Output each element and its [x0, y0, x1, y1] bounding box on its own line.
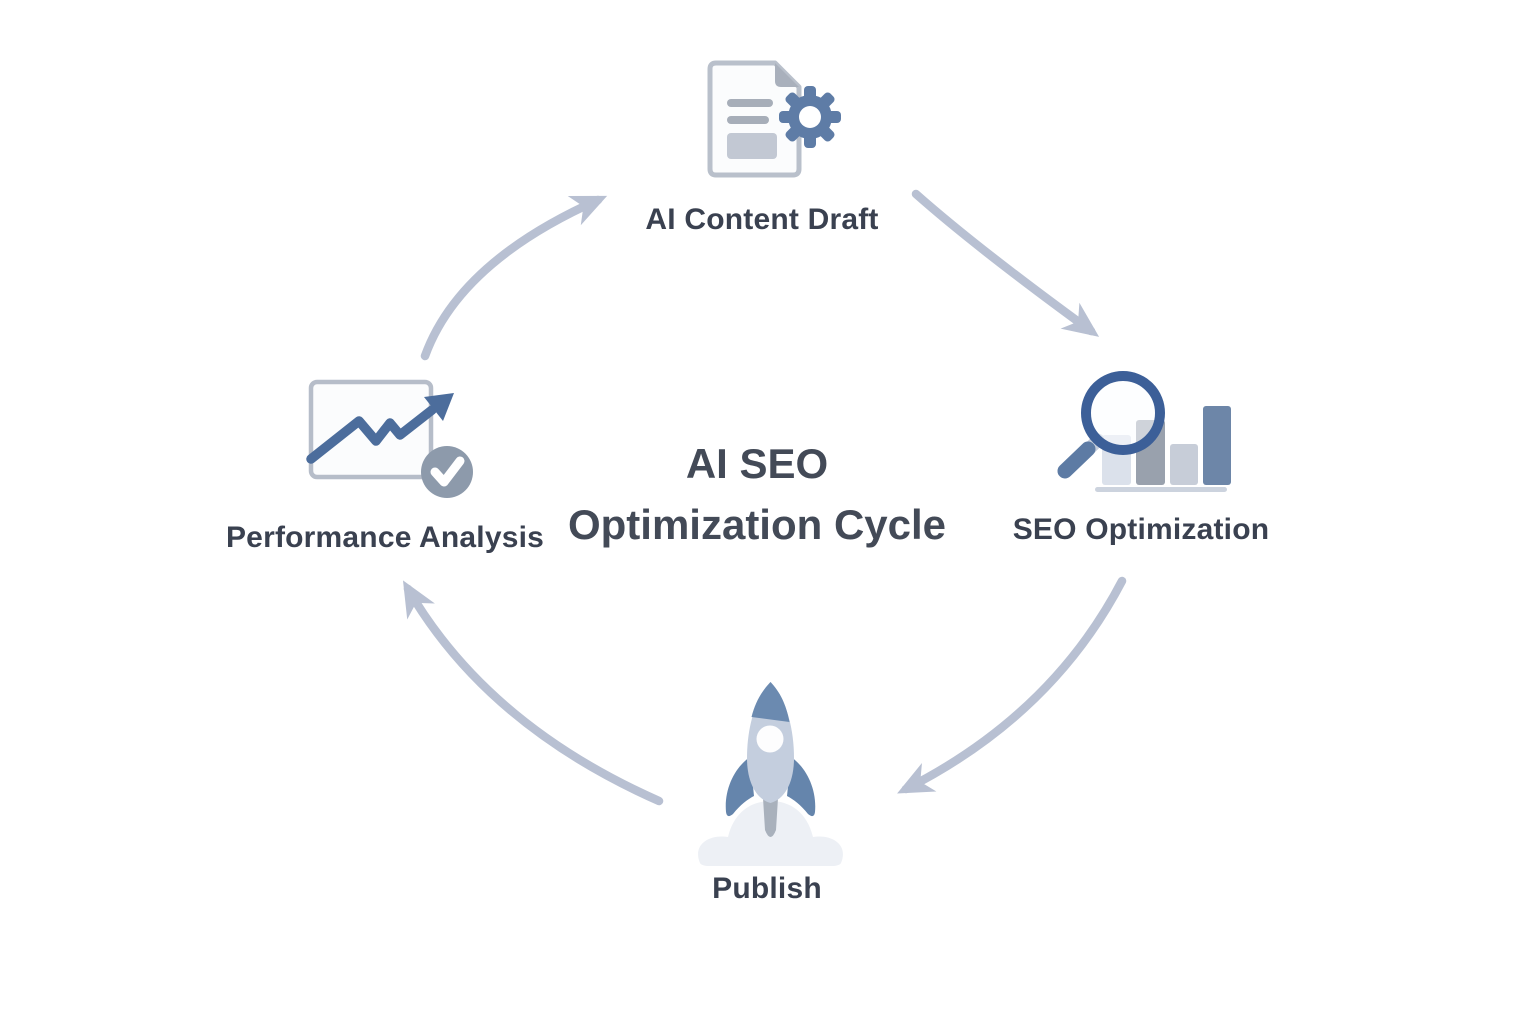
magnifier-icon — [1057, 371, 1165, 479]
check-badge-icon — [421, 446, 473, 498]
node-label-publish: Publish — [712, 872, 822, 905]
rocket-right-fin — [787, 757, 816, 817]
rocket-icon — [698, 682, 843, 866]
arrow-performance-to-draft — [420, 195, 608, 361]
arrow-draft-to-seo — [911, 189, 1100, 337]
node-label-performance-analysis: Performance Analysis — [225, 521, 545, 554]
node-seo-optimization: SEO Optimization — [1013, 358, 1269, 546]
document-content-block — [727, 133, 777, 159]
node-publish: Publish — [688, 672, 853, 905]
node-label-seo-optimization: SEO Optimization — [1012, 513, 1270, 546]
node-label-ai-content-draft: AI Content Draft — [645, 203, 879, 236]
document-gear-icon — [707, 60, 841, 178]
trend-arrowhead — [424, 393, 454, 421]
rocket-exhaust — [763, 798, 778, 837]
trend-chart-check-icon — [306, 379, 473, 498]
diagram-title: AI SEO Optimization Cycle — [568, 433, 946, 555]
node-performance-analysis: Performance Analysis — [226, 375, 544, 554]
rocket-left-fin — [725, 757, 754, 817]
rocket-nose-cone — [751, 682, 790, 722]
arrow-seo-to-publish — [897, 576, 1127, 794]
diagram-title-line2: Optimization Cycle — [567, 501, 947, 548]
document-text-line — [727, 99, 773, 107]
magnifier-bar-chart-icon — [1057, 371, 1231, 492]
diagram-title-line1: AI SEO — [685, 440, 829, 487]
document-text-line — [727, 116, 769, 124]
node-ai-content-draft: AI Content Draft — [645, 55, 878, 236]
trend-line — [306, 405, 437, 464]
rocket-window — [756, 725, 784, 753]
gear-icon — [779, 86, 841, 148]
chart-baseline — [1095, 487, 1227, 492]
arrow-publish-to-performance — [402, 580, 664, 806]
document-fold-corner — [775, 63, 799, 87]
